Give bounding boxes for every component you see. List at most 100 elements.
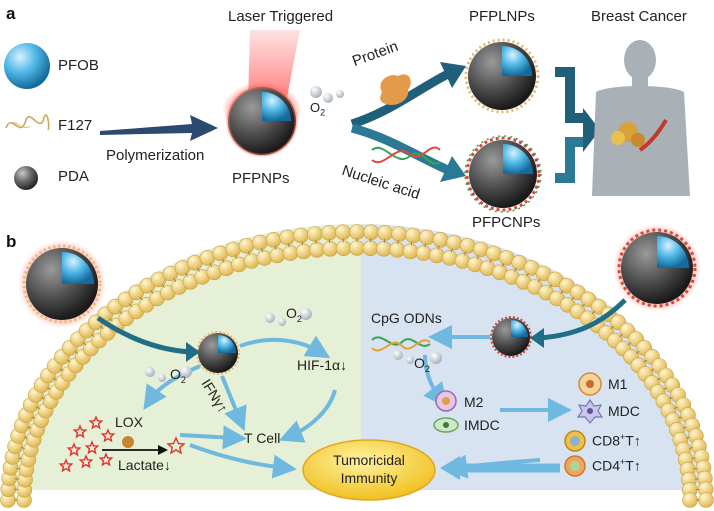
membrane-bead [238,238,255,254]
lactate-stars-icon [58,415,116,473]
lipid-tail [424,243,426,248]
pfpcnps-label: PFPCNPs [472,214,541,231]
membrane-bead [698,492,714,508]
o2-label-left: O2 [170,366,186,385]
lipid-tail [610,325,614,330]
lipid-tail [682,426,687,429]
cell-membrane [0,224,714,508]
lipid-tail [91,333,95,338]
immunity-arrow-right [440,456,560,480]
lactate-label: Lactate↓ [118,457,171,473]
membrane-bead [307,226,323,242]
inner-particle-right-icon [490,316,532,358]
lipid-tail [36,406,41,409]
protein-branch-arrow [350,62,466,129]
cd4-label: CD4+T↑ [592,457,641,474]
membrane-bead [309,242,325,258]
lactate-star [58,458,74,473]
f127-polymer-icon [5,114,50,131]
membrane-bead [322,241,339,257]
pda-sphere-icon [14,166,38,190]
lipid-tail [100,325,104,330]
membrane-bead [391,226,407,242]
lipid-tail [526,272,529,277]
protein-icon [380,74,411,106]
panel-a-letter: a [6,4,16,23]
tumoricidal-immunity-ellipse [302,439,436,501]
lipid-tail [673,406,678,409]
lipid-tail [489,258,492,263]
membrane-bead [212,245,228,262]
lipid-tail [119,310,123,315]
lipid-tail [109,318,113,322]
panel-b-letter: b [6,232,17,251]
pfplnps-membrane-particle-icon [18,240,106,328]
cd8-cell-icon [564,430,586,452]
lipid-tail [274,245,277,250]
lipid-tail [185,272,188,277]
lipid-tail [209,263,213,268]
lipid-tail [581,303,585,308]
lipid-tail [261,248,264,253]
lipid-tail [74,350,79,354]
laser-triggered-label: Laser Triggered [228,8,334,25]
lipid-tail [693,468,698,470]
lipid-tail [23,436,28,439]
lipid-tail [650,368,655,372]
lactate-star [66,442,82,457]
lipid-tail [248,251,250,256]
lipid-tail [222,258,225,263]
membrane-bead [256,250,273,266]
membrane-bead [282,245,299,261]
lox-label: LOX [115,414,144,430]
lipid-tail [514,267,517,272]
lipid-tail [537,278,541,283]
m2-label: M2 [464,394,484,410]
dna-helix-icon [371,146,441,165]
membrane-bead [441,250,458,266]
lipid-tail [464,251,466,256]
lipid-tail [686,436,691,439]
membrane-bead [402,243,419,260]
m2-cell-icon [435,390,457,412]
cd8-label: CD8+T↑ [592,432,641,449]
lipid-tail [501,263,505,268]
lactate-star [84,440,100,455]
entry-arrow-right [530,298,627,348]
tumoricidal-label: Tumoricidal [333,452,405,468]
cpg-helix-icon [371,336,431,352]
pfpnps-label: PFPNPs [232,170,290,187]
merge-arrows [555,67,600,183]
o2-label-top: O2 [286,305,302,324]
lipid-tail [450,248,453,253]
lipid-tail [560,290,564,294]
lox-arrow [102,436,168,455]
lactate-star [78,454,94,469]
lipid-tail [53,377,57,381]
membrane-bead [363,224,379,240]
lipid-tail [549,284,553,288]
o2-bubbles-icon [310,86,344,103]
mdc-label: MDC [608,403,640,419]
lipid-tail [619,333,623,338]
lipid-tail [691,457,696,459]
single-lactate-star-icon [166,436,186,455]
lipid-tail [689,447,694,449]
lipid-tail [635,350,640,354]
membrane-bead [375,241,392,257]
pfplnps-label: PFPLNPs [469,8,535,25]
lipid-tail [20,447,25,449]
lipid-tail [16,468,21,470]
tcell-label: T Cell [244,430,281,446]
lipid-tail [150,290,154,294]
pfplnps-particle-icon [464,38,540,114]
lipid-tail [476,254,479,259]
o2-bubbles-top-icon [265,308,312,326]
membrane-bead [349,224,365,240]
lipid-tail [197,267,200,272]
lipid-tail [18,457,23,459]
membrane-bead [682,492,698,508]
membrane-bead [335,224,351,240]
membrane-bead [459,238,476,254]
